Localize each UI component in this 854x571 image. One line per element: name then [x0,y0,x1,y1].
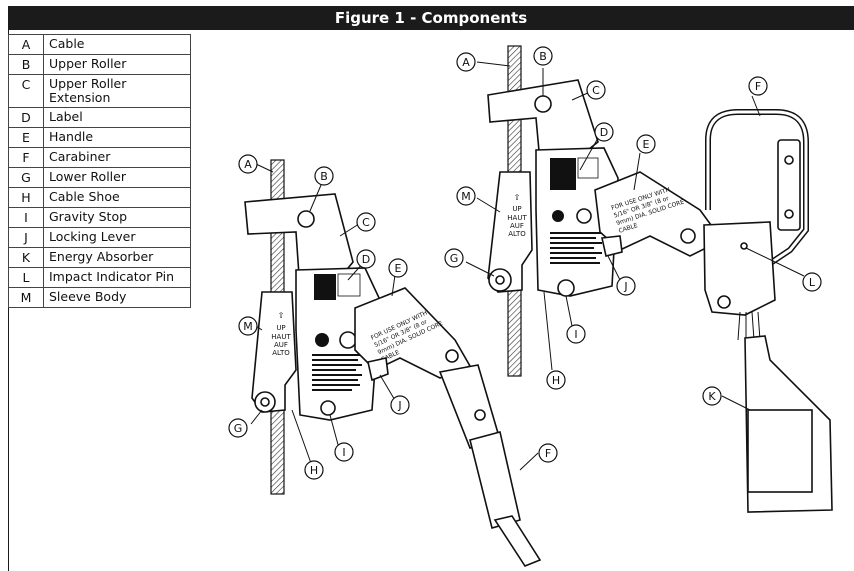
callout-m: M [238,316,258,336]
legend-component-name: Upper Roller [43,54,191,75]
figure-title: Figure 1 - Components [8,6,854,30]
svg-text:ALTO: ALTO [272,349,290,357]
right-grip-assembly: ⇧ UP HAUT AUF ALTO FOR USE ONLY WITH 5/1… [487,45,833,513]
locking-lever-left [367,357,389,382]
callout-f: F [748,76,768,96]
callout-j: J [616,276,636,296]
legend-component-name: Lower Roller [43,167,191,188]
svg-text:J: J [623,280,627,293]
callout-h: H [304,460,324,480]
label-text-left [312,354,362,391]
callout-g: G [444,248,464,268]
callout-a: A [456,52,476,72]
gravity-stop-right [557,279,575,297]
svg-text:HAUT: HAUT [271,333,291,341]
carabiner-left [438,364,542,567]
legend-component-name: Locking Lever [43,227,191,248]
callout-k: K [702,386,722,406]
callout-d: D [594,122,614,142]
svg-text:K: K [708,390,716,403]
svg-text:I: I [342,446,345,459]
callout-a: A [238,154,258,174]
legend-component-name: Cable Shoe [43,187,191,208]
svg-text:HAUT: HAUT [507,214,527,222]
svg-text:C: C [592,84,600,97]
svg-text:C: C [362,216,370,229]
callout-c: C [356,212,376,232]
callout-markers: A B C D E F G H I J M A B C D E F G H I J M L K [228,46,822,480]
label-block-right [550,158,576,190]
legend-component-name: Upper Roller Extension [43,74,191,108]
upper-roller-left [297,210,315,228]
svg-text:L: L [809,276,816,289]
callout-l: L [802,272,822,292]
callout-e: E [388,258,408,278]
callout-d: D [356,249,376,269]
svg-text:UP: UP [512,205,521,213]
legend-component-name: Gravity Stop [43,207,191,228]
label-block-left [314,274,336,300]
legend-component-name: Cable [43,34,191,55]
locking-lever-right [601,235,623,257]
svg-text:A: A [244,158,252,171]
svg-text:UP: UP [276,324,285,332]
legend-component-name: Sleeve Body [43,287,191,308]
svg-text:M: M [461,190,471,203]
svg-text:A: A [462,56,470,69]
callout-g: G [228,418,248,438]
svg-text:J: J [397,399,401,412]
label-text-right [550,232,602,264]
svg-text:B: B [539,50,547,63]
callout-h: H [546,370,566,390]
callout-f: F [538,443,558,463]
svg-text:F: F [545,447,551,460]
callout-b: B [314,166,334,186]
carabiner-right [703,109,809,316]
callout-e: E [636,134,656,154]
callout-j: J [390,395,410,415]
svg-text:⇧: ⇧ [514,193,521,202]
svg-text:G: G [450,252,459,265]
svg-text:H: H [310,464,318,477]
energy-absorber [737,311,833,513]
svg-text:AUF: AUF [510,222,524,230]
svg-text:I: I [574,328,577,341]
callout-b: B [533,46,553,66]
svg-text:D: D [600,126,608,139]
svg-text:ALTO: ALTO [508,230,526,238]
svg-text:E: E [395,262,402,275]
handle-left [354,287,472,379]
svg-text:D: D [362,253,370,266]
sleeve-body-left [251,291,297,413]
svg-text:E: E [643,138,650,151]
upper-roller-right [534,95,552,113]
callout-m: M [456,186,476,206]
svg-text:H: H [552,374,560,387]
gravity-stop-left [320,400,336,416]
svg-text:M: M [243,320,253,333]
svg-text:F: F [755,80,761,93]
left-grip-assembly: ⇧ UP HAUT AUF ALTO FOR USE ONLY WITH 5/1… [244,159,542,567]
svg-text:AUF: AUF [274,341,288,349]
svg-text:⇧: ⇧ [278,311,285,320]
svg-text:G: G [234,422,243,435]
svg-text:B: B [320,170,328,183]
callout-i: I [566,324,586,344]
callout-i: I [334,442,354,462]
callout-c: C [586,80,606,100]
